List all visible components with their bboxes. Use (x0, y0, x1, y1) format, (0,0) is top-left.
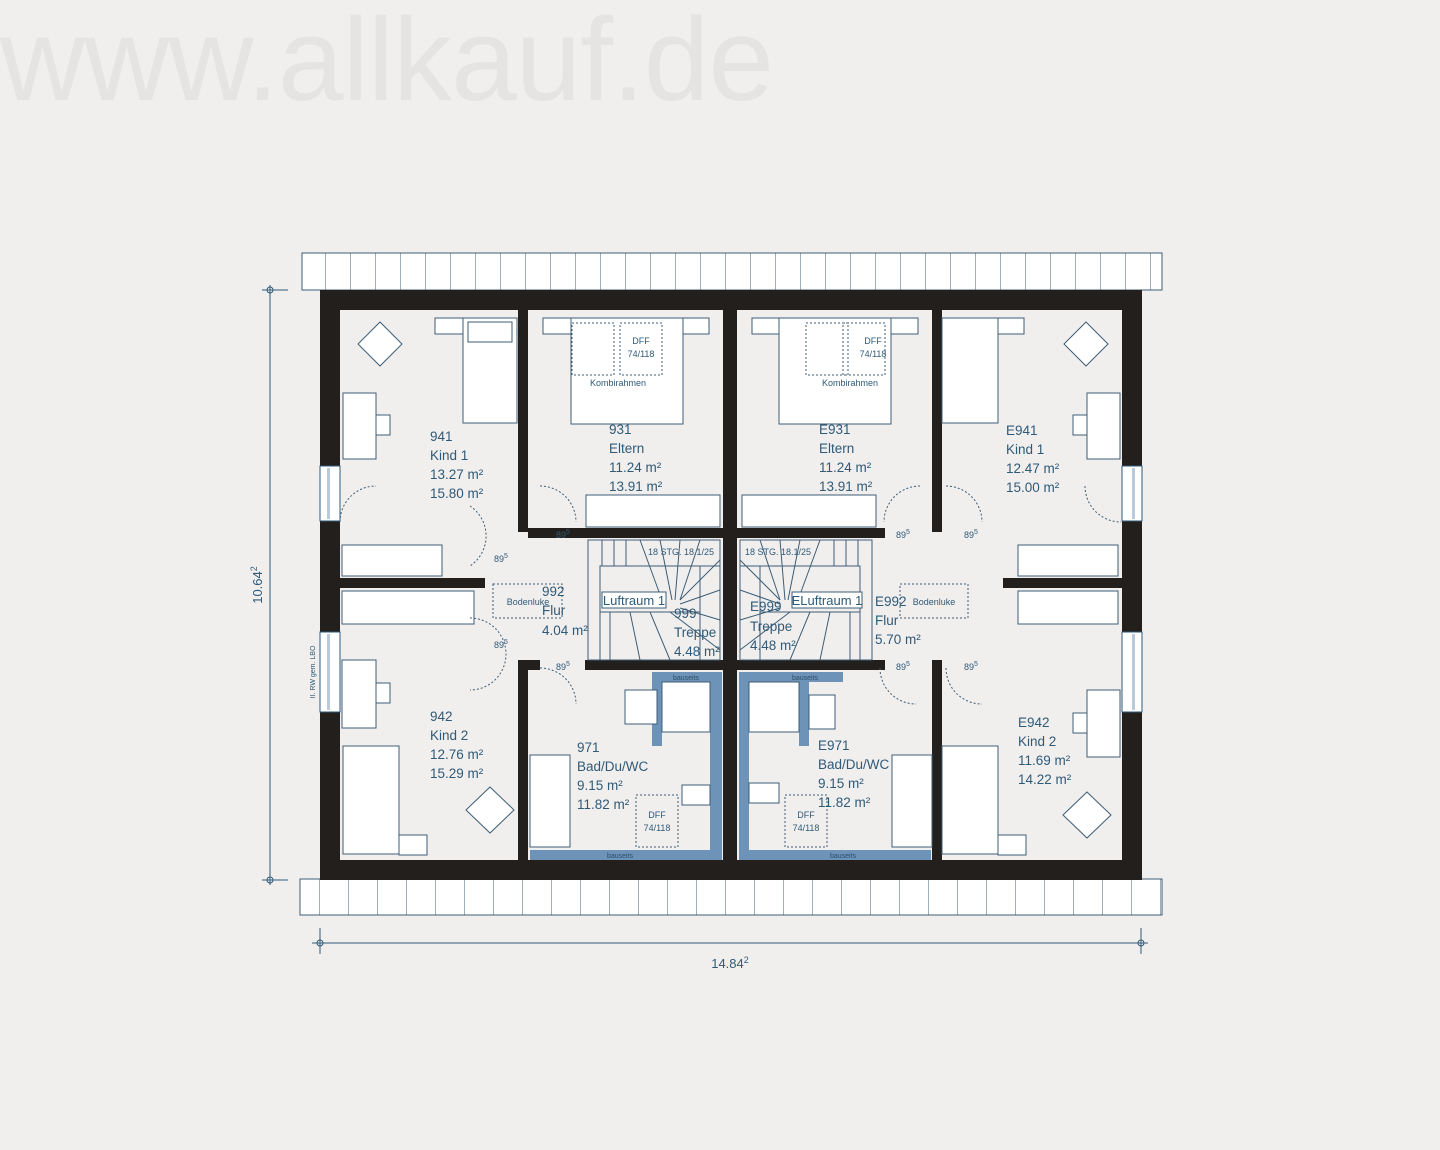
svg-text:895: 895 (556, 529, 570, 540)
svg-text:E942: E942 (1018, 715, 1050, 730)
svg-text:971: 971 (577, 740, 600, 755)
kombirahmen-label: Kombirahmen (822, 378, 878, 388)
room-931: 931 Eltern 11.24 m² 13.91 m² (609, 422, 663, 494)
svg-text:941: 941 (430, 429, 453, 444)
svg-text:Flur: Flur (542, 603, 566, 618)
bauseits-label: bauseits (792, 675, 819, 682)
svg-text:11.24 m²: 11.24 m² (609, 460, 662, 475)
dff-label: DFF (632, 336, 650, 346)
svg-text:Eltern: Eltern (819, 441, 854, 456)
dff-size-label: 74/118 (793, 823, 820, 833)
svg-text:895: 895 (494, 639, 508, 650)
dimension-width-label: 14.842 (711, 955, 749, 971)
dff-label: DFF (648, 810, 666, 820)
dff-label: DFF (797, 810, 815, 820)
svg-text:15.80 m²: 15.80 m² (430, 486, 484, 501)
svg-text:11.82 m²: 11.82 m² (818, 795, 871, 810)
room-941: 941 Kind 1 13.27 m² 15.80 m² (430, 429, 484, 501)
dimension-horizontal (312, 928, 1148, 954)
svg-text:5.70 m²: 5.70 m² (875, 632, 921, 647)
bauseits-label: bauseits (830, 853, 857, 860)
svg-text:Bad/Du/WC: Bad/Du/WC (818, 757, 890, 772)
luftraum-label: Luftraum 1 (603, 593, 665, 608)
svg-text:12.76 m²: 12.76 m² (430, 747, 484, 762)
svg-text:Kind 1: Kind 1 (1006, 442, 1044, 457)
dimension-vertical (262, 285, 288, 885)
svg-text:14.22 m²: 14.22 m² (1018, 772, 1072, 787)
svg-text:11.69 m²: 11.69 m² (1018, 753, 1071, 768)
dimension-height-label: 10.642 (249, 566, 265, 604)
svg-text:Eltern: Eltern (609, 441, 644, 456)
svg-text:9.15 m²: 9.15 m² (577, 778, 623, 793)
room-E999: E999 Treppe 4.48 m² (750, 599, 796, 653)
svg-text:999: 999 (674, 606, 697, 621)
svg-text:895: 895 (556, 661, 570, 672)
roof-eaves-top (301, 252, 1163, 291)
dff-size-label: 74/118 (860, 349, 887, 359)
svg-text:895: 895 (896, 661, 910, 672)
svg-text:E971: E971 (818, 738, 850, 753)
dff-label: DFF (864, 336, 882, 346)
room-992: 992 Flur 4.04 m² (542, 584, 588, 638)
svg-text:Treppe: Treppe (674, 625, 716, 640)
room-E941: E941 Kind 1 12.47 m² 15.00 m² (1006, 423, 1060, 495)
svg-text:Kind 2: Kind 2 (1018, 734, 1056, 749)
svg-text:13.91 m²: 13.91 m² (609, 479, 663, 494)
side-note: II. RW gem. LBO (310, 645, 317, 698)
svg-text:992: 992 (542, 584, 565, 599)
svg-text:9.15 m²: 9.15 m² (818, 776, 864, 791)
svg-text:4.04 m²: 4.04 m² (542, 623, 588, 638)
svg-text:E992: E992 (875, 594, 907, 609)
svg-text:13.91 m²: 13.91 m² (819, 479, 873, 494)
watermark: www.allkauf.de (0, 0, 774, 126)
roof-eaves-bottom (299, 878, 1163, 916)
room-E942: E942 Kind 2 11.69 m² 14.22 m² (1018, 715, 1072, 787)
stairs-label: 18 STG. 18.1/25 (745, 547, 811, 557)
svg-text:942: 942 (430, 709, 453, 724)
furniture (341, 317, 1121, 856)
luftraum-label: ELuftraum 1 (792, 593, 863, 608)
walls (320, 290, 1142, 880)
door-width-labels: 895 895 895 895 895 895 895 895 (494, 529, 978, 672)
svg-text:E941: E941 (1006, 423, 1038, 438)
svg-text:Kind 2: Kind 2 (430, 728, 468, 743)
staircase-left (587, 539, 721, 661)
stairs-label: 18 STG. 18.1/25 (648, 547, 714, 557)
svg-text:12.47 m²: 12.47 m² (1006, 461, 1060, 476)
svg-text:Flur: Flur (875, 613, 899, 628)
bodenluke-label: Bodenluke (507, 597, 550, 607)
bauseits-label: bauseits (673, 675, 700, 682)
door-swings (339, 485, 1122, 705)
svg-text:Kind 1: Kind 1 (430, 448, 468, 463)
room-971: 971 Bad/Du/WC 9.15 m² 11.82 m² (577, 740, 649, 812)
svg-text:Bad/Du/WC: Bad/Du/WC (577, 759, 649, 774)
svg-text:895: 895 (964, 661, 978, 672)
kombirahmen-label: Kombirahmen (590, 378, 646, 388)
svg-text:15.29 m²: 15.29 m² (430, 766, 484, 781)
staircase-right (739, 539, 873, 661)
svg-text:15.00 m²: 15.00 m² (1006, 480, 1060, 495)
bauseits-label: bauseits (607, 853, 634, 860)
room-E971: E971 Bad/Du/WC 9.15 m² 11.82 m² (818, 738, 890, 810)
svg-text:E931: E931 (819, 422, 851, 437)
svg-text:4.48 m²: 4.48 m² (674, 644, 720, 659)
svg-text:895: 895 (964, 529, 978, 540)
svg-text:895: 895 (896, 529, 910, 540)
svg-text:931: 931 (609, 422, 632, 437)
dff-size-label: 74/118 (644, 823, 671, 833)
room-942: 942 Kind 2 12.76 m² 15.29 m² (430, 709, 484, 781)
svg-text:11.82 m²: 11.82 m² (577, 797, 630, 812)
room-999: 999 Treppe 4.48 m² (674, 606, 720, 659)
svg-text:11.24 m²: 11.24 m² (819, 460, 872, 475)
svg-text:4.48 m²: 4.48 m² (750, 638, 796, 653)
roof-windows (492, 322, 969, 848)
svg-text:E999: E999 (750, 599, 782, 614)
dff-size-label: 74/118 (628, 349, 655, 359)
room-E931: E931 Eltern 11.24 m² 13.91 m² (819, 422, 873, 494)
svg-text:Treppe: Treppe (750, 619, 792, 634)
bodenluke-label: Bodenluke (913, 597, 956, 607)
svg-text:13.27 m²: 13.27 m² (430, 467, 484, 482)
room-E992: E992 Flur 5.70 m² (875, 594, 921, 647)
svg-text:895: 895 (494, 553, 508, 564)
